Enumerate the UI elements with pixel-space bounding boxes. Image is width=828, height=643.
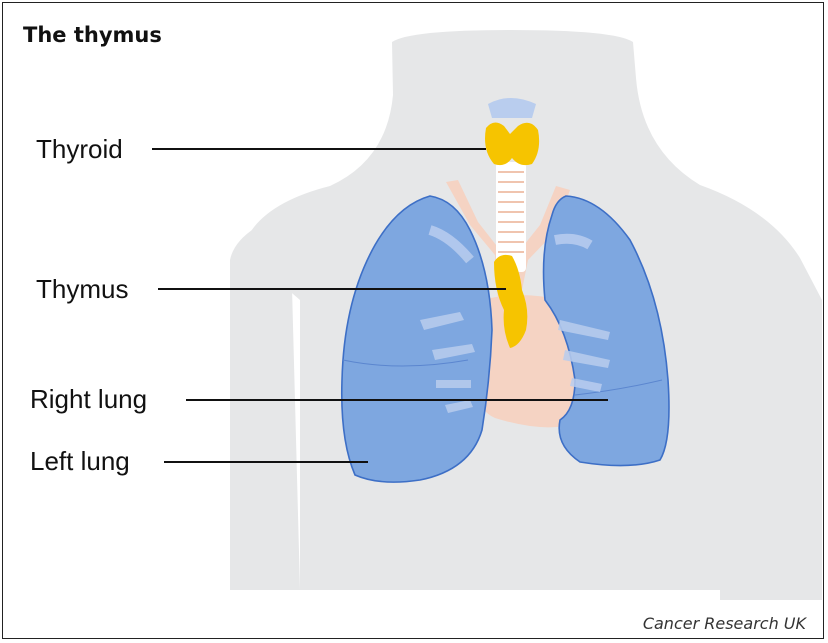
trachea (496, 162, 526, 272)
right-lung-label: Right lung (30, 384, 147, 415)
source-credit: Cancer Research UK (643, 614, 806, 633)
thymus-label: Thymus (36, 274, 128, 305)
left-lung-label: Left lung (30, 446, 130, 477)
thyroid-label: Thyroid (36, 134, 123, 165)
